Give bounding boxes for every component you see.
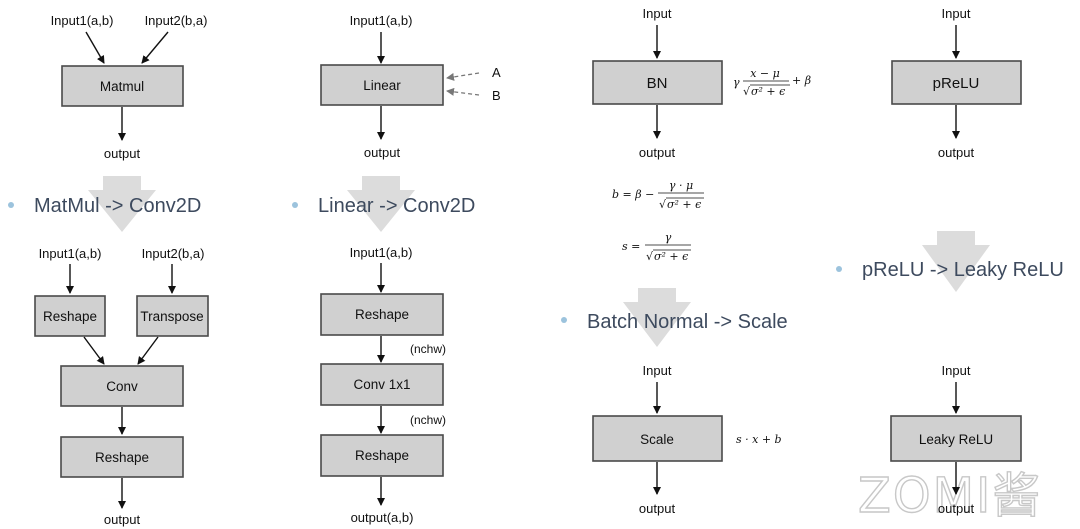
bn-node xyxy=(592,60,723,105)
svg-text:σ² + ϵ: σ² + ϵ xyxy=(751,85,785,98)
matmul-node-label: Matmul xyxy=(100,79,144,94)
layout-label: (nchw) xyxy=(410,413,446,427)
bn-after-graph: Input Scale output xyxy=(592,363,723,516)
prelu-node xyxy=(891,60,1022,105)
prelu-node-label: pReLU xyxy=(933,75,980,92)
transpose-node xyxy=(136,295,209,337)
linear-node-label: Linear xyxy=(363,78,401,93)
bullet-icon xyxy=(561,317,567,323)
input-label: Input xyxy=(643,363,672,378)
svg-text:s · x + b: s · x + b xyxy=(736,433,782,446)
b-formula: b = β − γ · μ √ σ² + ϵ xyxy=(612,179,704,211)
svg-text:x − μ: x − μ xyxy=(750,67,780,80)
layout-label: (nchw) xyxy=(410,342,446,356)
reshape-node-label: Reshape xyxy=(355,448,409,463)
svg-text:γ: γ xyxy=(733,76,740,89)
caption-prelu: pReLU -> Leaky ReLU xyxy=(862,259,1064,281)
leaky-relu-node-label: Leaky ReLU xyxy=(919,432,993,447)
linear-node xyxy=(320,64,444,106)
caption-linear: Linear -> Conv2D xyxy=(318,195,475,217)
reshape-node-label: Reshape xyxy=(95,450,149,465)
scale-formula: s · x + b xyxy=(736,433,782,446)
watermark: ZOMI酱 xyxy=(858,468,1042,524)
leaky-relu-node xyxy=(890,415,1022,462)
reshape-node xyxy=(320,434,444,477)
input1-label: Input1(a,b) xyxy=(39,246,102,261)
svg-text:σ² + ϵ: σ² + ϵ xyxy=(654,250,688,263)
scale-node-label: Scale xyxy=(640,432,674,447)
param-a-label: A xyxy=(492,65,501,80)
output-label: output xyxy=(938,501,975,516)
svg-text:b = β −: b = β − xyxy=(612,188,654,201)
bn-formula: γ x − μ √ σ² + ϵ + β xyxy=(733,67,811,98)
prelu-after-graph: Input Leaky ReLU output xyxy=(890,363,1022,516)
caption-matmul: MatMul -> Conv2D xyxy=(34,195,201,217)
svg-text:+ β: + β xyxy=(792,74,811,87)
input-label: Input xyxy=(942,363,971,378)
conv1x1-node xyxy=(320,363,444,406)
param-b-label: B xyxy=(492,88,501,103)
reshape-node xyxy=(320,293,444,336)
conv-node xyxy=(60,365,184,407)
bullet-icon xyxy=(836,266,842,272)
conv-node-label: Conv xyxy=(106,379,138,394)
transform-arrow-bn xyxy=(623,288,691,347)
svg-text:√: √ xyxy=(743,85,751,98)
svg-text:√: √ xyxy=(659,198,667,211)
input-label: Input xyxy=(643,6,672,21)
linear-after-graph: Input1(a,b) Reshape (nchw) Conv 1x1 (nch… xyxy=(320,245,446,525)
bullet-icon xyxy=(8,202,14,208)
bn-before-graph: Input BN output xyxy=(592,6,723,160)
matmul-after-graph: Input1(a,b) Input2(b,a) Reshape Transpos… xyxy=(34,246,209,527)
output-label: output xyxy=(104,146,141,161)
svg-text:√: √ xyxy=(646,250,654,263)
output-label: output xyxy=(938,145,975,160)
input-label: Input1(a,b) xyxy=(350,245,413,260)
input2-label: Input2(b,a) xyxy=(145,13,208,28)
bullet-icon xyxy=(292,202,298,208)
svg-text:γ: γ xyxy=(665,231,672,244)
svg-text:γ · μ: γ · μ xyxy=(669,179,693,192)
input-label: Input xyxy=(942,6,971,21)
output-label: output xyxy=(364,145,401,160)
reshape-node-label: Reshape xyxy=(43,309,97,324)
input1-label: Input1(a,b) xyxy=(51,13,114,28)
bn-node-label: BN xyxy=(647,75,668,92)
output-label: output(a,b) xyxy=(351,510,414,525)
reshape-node-label: Reshape xyxy=(355,307,409,322)
transform-arrow-matmul xyxy=(88,176,156,232)
matmul-before-graph: Input1(a,b) Input2(b,a) Matmul output xyxy=(51,13,208,161)
prelu-before-graph: Input pReLU output xyxy=(891,6,1022,160)
s-formula: s = γ √ σ² + ϵ xyxy=(622,231,691,263)
svg-text:σ² + ϵ: σ² + ϵ xyxy=(667,198,701,211)
caption-bn: Batch Normal -> Scale xyxy=(587,311,788,333)
transform-arrow-prelu xyxy=(922,231,990,292)
output-label: output xyxy=(639,145,676,160)
linear-before-graph: Input1(a,b) Linear A B output xyxy=(320,13,501,160)
input-label: Input1(a,b) xyxy=(350,13,413,28)
output-label: output xyxy=(639,501,676,516)
input2-label: Input2(b,a) xyxy=(142,246,205,261)
output-label: output xyxy=(104,512,141,527)
transpose-node-label: Transpose xyxy=(140,309,203,324)
scale-node xyxy=(592,415,723,462)
conv1x1-node-label: Conv 1x1 xyxy=(353,377,410,392)
reshape-node xyxy=(34,295,106,337)
svg-text:s =: s = xyxy=(622,240,640,253)
matmul-node xyxy=(61,65,184,107)
reshape-node xyxy=(60,436,184,478)
transform-arrow-linear xyxy=(347,176,415,232)
